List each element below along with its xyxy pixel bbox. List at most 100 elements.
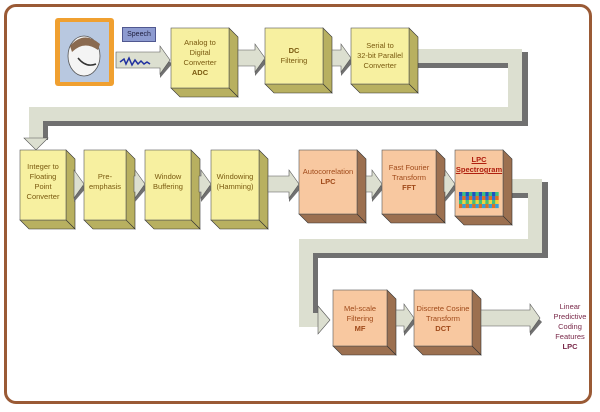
block-dct [413, 289, 473, 347]
spectrogram-thumbnail-cell [478, 192, 483, 197]
dct-line2: Transform [426, 314, 460, 323]
spectrogram-thumbnail-cell [472, 196, 476, 201]
int2float-line1: Integer to [27, 162, 59, 171]
spectrogram-thumbnail-cell [488, 204, 493, 209]
block-winbuf-label: Window Buffering [145, 150, 191, 214]
block-fft-side [435, 149, 446, 224]
adc-line2: Digital [189, 48, 211, 57]
adc-line1: Analog to [184, 38, 216, 47]
block-dc [264, 27, 324, 85]
int2float-line2: Floating [29, 172, 57, 181]
arrow-fft-spectro [443, 169, 456, 199]
spectrogram-thumbnail-cell [459, 200, 463, 205]
spectrogram-thumbnail-cell [495, 196, 499, 201]
spectrogram-thumbnail-cell [468, 192, 473, 197]
winbuf-line1: Window [154, 172, 182, 181]
block-adc-side [228, 27, 239, 98]
block-preemph-side [125, 149, 136, 230]
block-adc [170, 27, 230, 89]
person-hair-icon [70, 37, 100, 52]
spectrogram-thumbnail-cell [459, 204, 463, 209]
spectrogram-thumbnail-cell [495, 204, 499, 209]
spectro-line1: LPC [471, 155, 487, 164]
block-preemph [83, 149, 127, 221]
block-spectro-label: LPC Spectrogram [455, 152, 503, 178]
autocorr-line1: Autocorrelation [302, 167, 354, 176]
spectrogram-thumbnail-cell [459, 196, 463, 201]
block-autocorr-side [356, 149, 367, 224]
spectrogram-thumbnail-cell [482, 200, 486, 205]
block-serial [350, 27, 410, 85]
spectrogram-thumbnail-cell [465, 196, 469, 201]
spectrogram-thumbnail-cell [459, 192, 463, 197]
block-dc-bottom [264, 83, 333, 94]
block-fft-label: Fast Fourier Transform FFT [382, 150, 436, 206]
spectrogram-thumbnail-cell [468, 196, 473, 201]
winham-line1: Windowing [216, 172, 254, 181]
block-adc-bottom [170, 87, 239, 98]
int2float-line3: Point [34, 182, 52, 191]
block-dc-label: DC Filtering [265, 28, 323, 84]
block-winham-side [258, 149, 269, 230]
arrow-dc-serial [331, 43, 352, 73]
fft-line1: Fast Fourier [388, 163, 430, 172]
speech-badge: Speech [122, 27, 156, 42]
block-int2float-side [65, 149, 76, 230]
block-dct-side [471, 289, 482, 356]
dc-abbr: DC [288, 46, 300, 55]
arrow-int2float-preemph [73, 169, 85, 199]
output-line1: Linear [559, 302, 581, 311]
spectrogram-thumbnail-cell [475, 204, 479, 209]
spectrogram-thumbnail-cell [462, 196, 466, 201]
spectrogram-thumbnail-cell [492, 204, 496, 209]
spectrogram-thumbnail-cell [462, 200, 466, 205]
spectrogram-thumbnail-cell [468, 200, 473, 205]
spectrogram-thumbnail-cell [478, 196, 483, 201]
int2float-line4: Converter [26, 192, 60, 201]
block-fft-bottom [381, 213, 446, 224]
block-winham [210, 149, 260, 221]
connector-row1-row2-head [23, 137, 49, 151]
arrow-input-adc [115, 45, 171, 75]
block-winham-label: Windowing (Hamming) [211, 150, 259, 214]
block-dc-side [322, 27, 333, 94]
block-dct-label: Discrete Cosine Transform DCT [414, 292, 472, 346]
spectrogram-thumbnail-cell [495, 200, 499, 205]
spectrogram-thumbnail-cell [475, 200, 479, 205]
arrow-dct-output [480, 303, 541, 333]
mel-abbr: MF [354, 324, 366, 333]
spectrogram-thumbnail-cell [488, 200, 493, 205]
preemph-line2: emphasis [88, 182, 122, 191]
output-abbr: LPC [562, 342, 578, 351]
adc-abbr: ADC [191, 68, 209, 77]
serial-line1: Serial to [366, 41, 394, 50]
serial-line3: Converter [363, 61, 397, 70]
spectrogram-thumbnail-cell [488, 196, 493, 201]
connector-row2-row3-head [317, 305, 331, 335]
arrow-mel-dct [395, 303, 415, 333]
spectrogram-thumbnail-cell [462, 204, 466, 209]
spectrogram-thumbnail-cell [475, 192, 479, 197]
block-dct-bottom [413, 345, 482, 356]
spectrogram-thumbnail-cell [478, 204, 483, 209]
arrow-preemph-winbuf [133, 169, 146, 199]
block-autocorr-bottom [298, 213, 367, 224]
spectrogram-thumbnail-cell [485, 200, 489, 205]
block-serial-bottom [350, 83, 419, 94]
spectrogram-thumbnail-cell [465, 192, 469, 197]
spectrogram-thumbnail-cell [492, 196, 496, 201]
block-winham-bottom [210, 219, 269, 230]
headset-mic-icon [77, 57, 97, 66]
spectro-line2: Spectrogram [455, 165, 503, 174]
connector-row1-row2 [29, 49, 522, 138]
output-line4: Features [555, 332, 585, 341]
dct-abbr: DCT [435, 324, 451, 333]
block-preemph-bottom [83, 219, 136, 230]
output-features-label: Linear Predictive Coding Features LPC [545, 302, 595, 352]
block-preemph-label: Pre- emphasis [84, 150, 126, 214]
adc-line3: Converter [183, 58, 217, 67]
mel-line2: Filtering [346, 314, 374, 323]
serial-line2: 32-bit Parallel [357, 51, 403, 60]
block-mel-side [386, 289, 397, 356]
spectrogram-thumbnail-cell [462, 192, 466, 197]
